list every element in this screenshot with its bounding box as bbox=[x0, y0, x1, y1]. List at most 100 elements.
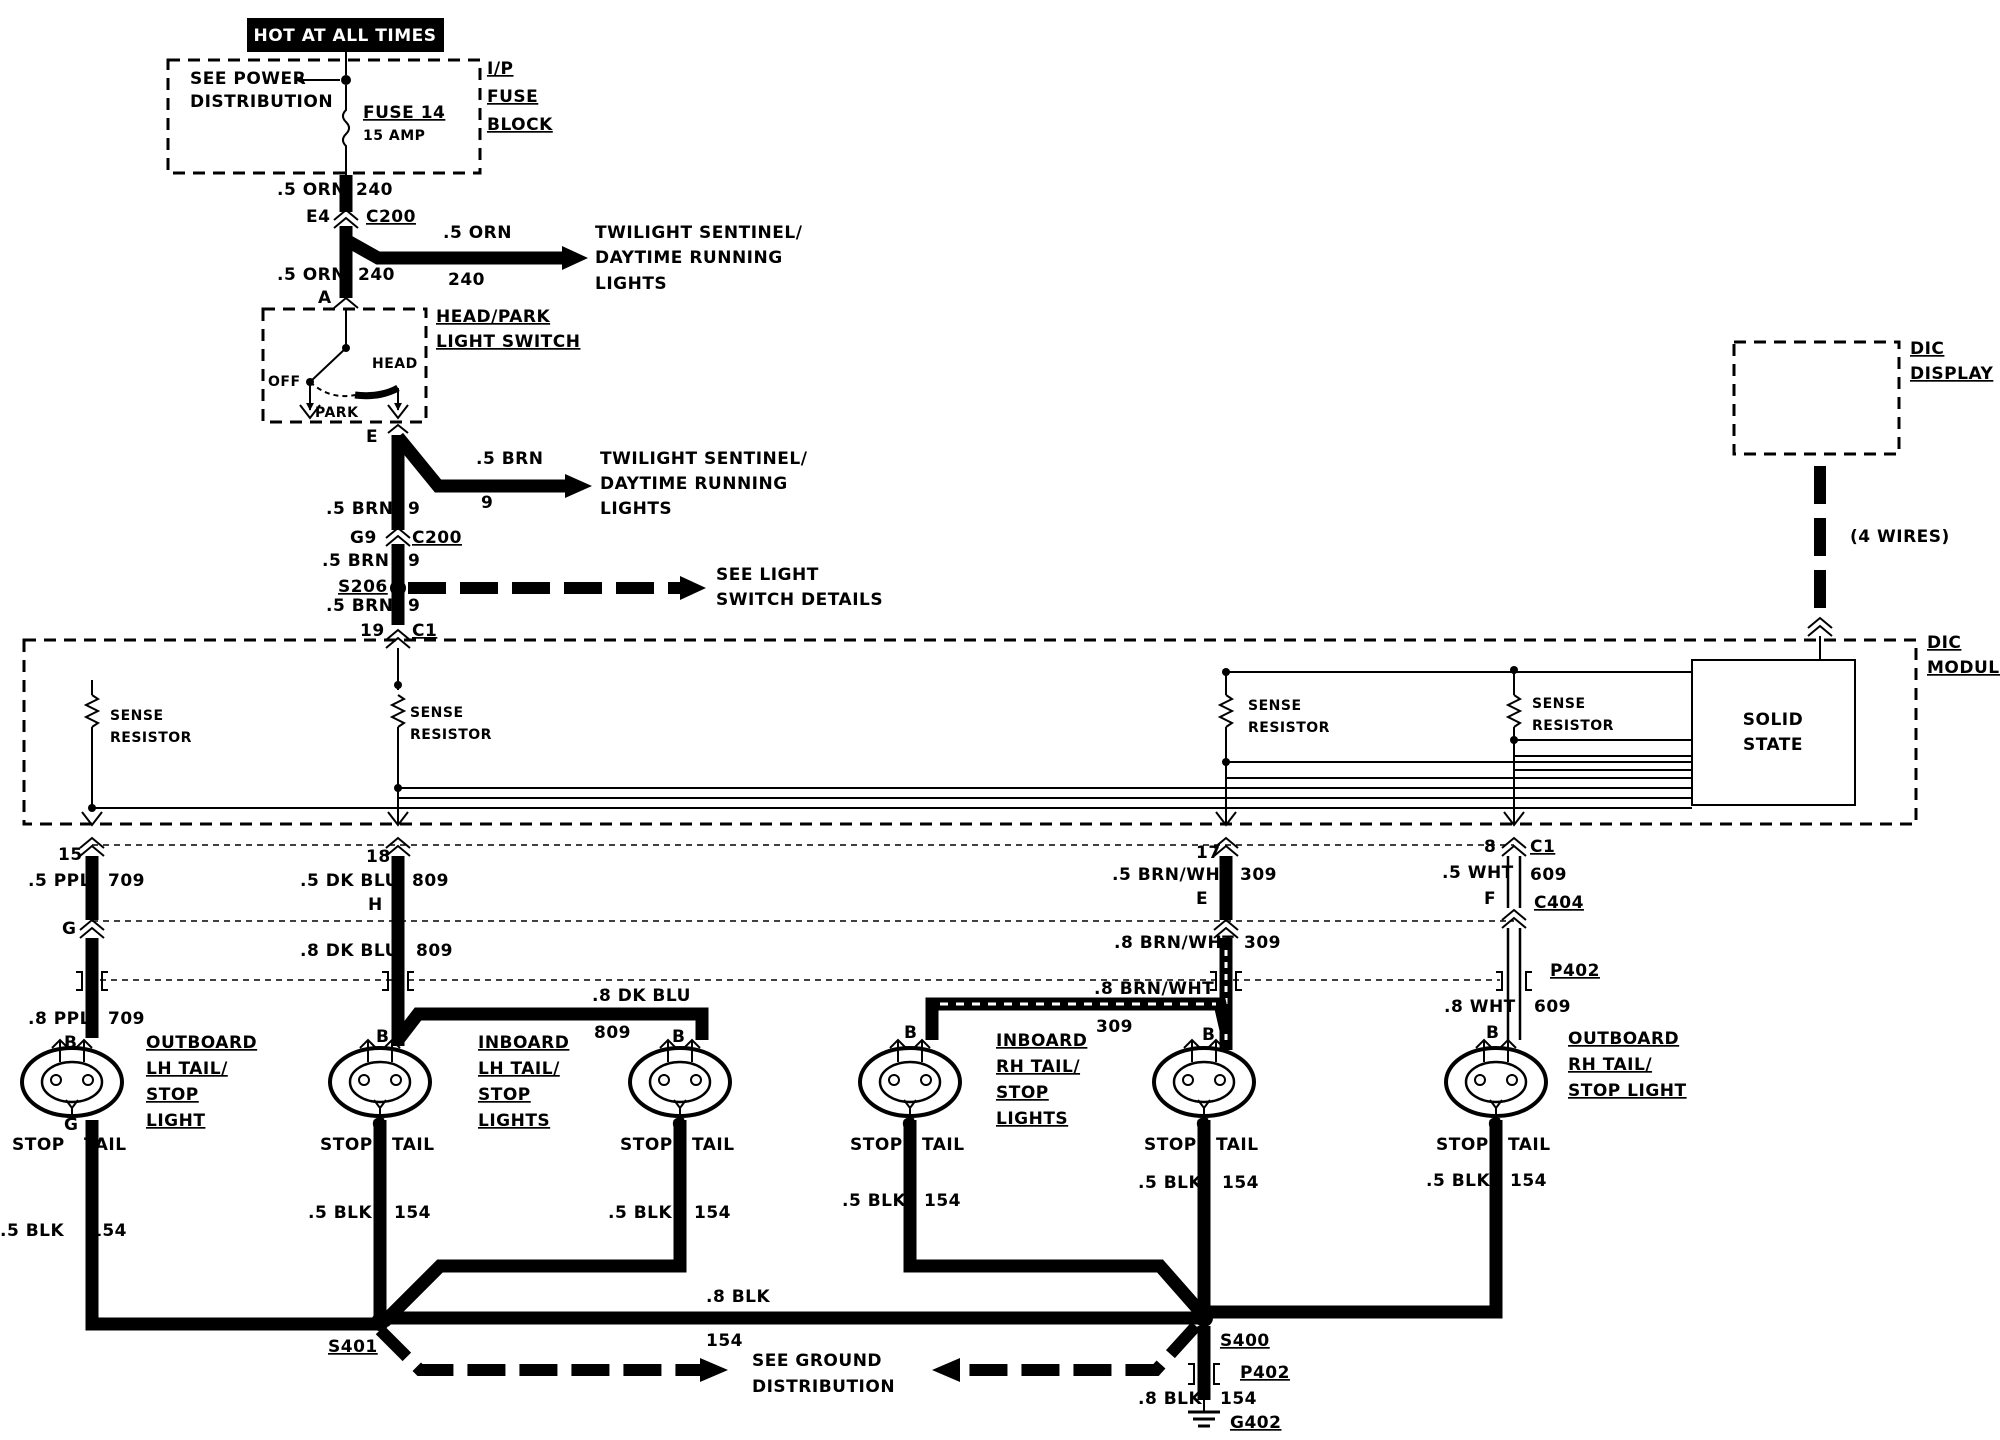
dic-module: DIC MODULE SOLID STATE SENSE RESISTOR SE… bbox=[22, 633, 2000, 827]
ground-arrow-right bbox=[932, 1358, 960, 1382]
pin-label: G bbox=[62, 919, 76, 939]
lamp-label: RH TAIL/ bbox=[996, 1057, 1080, 1077]
circuit-label: 709 bbox=[108, 1009, 145, 1029]
sense-resistor-label: RESISTOR bbox=[110, 730, 192, 746]
lh-outboard-branch: 15 .5 PPL 709 G .8 PPL 709 B bbox=[28, 836, 145, 1053]
dic-module-label: DIC bbox=[1927, 633, 1961, 653]
twilight-label: TWILIGHT SENTINEL/ bbox=[595, 223, 803, 243]
sense-resistor-icon bbox=[389, 694, 407, 728]
pin-label: E bbox=[1196, 889, 1208, 909]
pin-label: 8 bbox=[1484, 837, 1496, 857]
solid-state-label: SOLID bbox=[1743, 710, 1803, 730]
splice-label: S400 bbox=[1220, 1331, 1270, 1351]
wire-label: .5 BLK bbox=[1426, 1171, 1490, 1191]
circuit-label: 154 bbox=[1222, 1173, 1259, 1193]
lamp-stop-label: STOP bbox=[1144, 1135, 1197, 1155]
see-light-label: SWITCH DETAILS bbox=[716, 590, 883, 610]
circuit-label: 609 bbox=[1530, 865, 1567, 885]
lamp-label: STOP bbox=[146, 1085, 199, 1105]
lamp-label: OUTBOARD bbox=[146, 1033, 257, 1053]
connector-label: P402 bbox=[1550, 961, 1600, 981]
lamp-label: LIGHTS bbox=[996, 1109, 1068, 1129]
wire-label: .5 BLK bbox=[0, 1221, 64, 1241]
circuit-label: 240 bbox=[358, 265, 395, 285]
twilight-label: LIGHTS bbox=[600, 499, 672, 519]
circuit-label: 154 bbox=[1510, 1171, 1547, 1191]
lamp-label: INBOARD bbox=[996, 1031, 1087, 1051]
solid-state-box bbox=[1691, 659, 1856, 806]
wire-label: .5 BLK bbox=[308, 1203, 372, 1223]
circuit-label: 809 bbox=[594, 1023, 631, 1043]
splice-s400 bbox=[1195, 1309, 1213, 1327]
four-wires-label: (4 WIRES) bbox=[1850, 527, 1950, 547]
wire-label: .8 DK BLU bbox=[592, 986, 691, 1006]
fuse-amp-label: 15 AMP bbox=[363, 128, 425, 144]
fuse-icon bbox=[342, 85, 350, 190]
switch-head-label: HEAD bbox=[372, 356, 418, 372]
solid-state-label: STATE bbox=[1743, 735, 1803, 755]
distribution-text: DISTRIBUTION bbox=[190, 92, 333, 112]
twilight-arrow-2 bbox=[565, 474, 592, 498]
sense-resistor-label: SENSE bbox=[1532, 696, 1586, 712]
circuit-label: 154 bbox=[694, 1203, 731, 1223]
sense-resistor-label: SENSE bbox=[1248, 698, 1302, 714]
wire-label: .5 PPL bbox=[28, 871, 91, 891]
pin-label: H bbox=[368, 895, 383, 915]
connector-label: C200 bbox=[412, 528, 462, 548]
splice-s206 bbox=[390, 580, 406, 596]
ip-fuse-block-label: I/P bbox=[487, 59, 514, 79]
wire-label: .8 WHT bbox=[1444, 997, 1516, 1017]
twilight-label: TWILIGHT SENTINEL/ bbox=[600, 449, 808, 469]
twilight-label: DAYTIME RUNNING bbox=[595, 248, 783, 268]
circuit-label: 240 bbox=[448, 270, 485, 290]
lamp-labels: OUTBOARD LH TAIL/ STOP LIGHT INBOARD LH … bbox=[146, 1029, 1686, 1131]
circuit-label: 154 bbox=[1220, 1389, 1257, 1409]
twilight-arrow-1 bbox=[562, 246, 588, 270]
sense-resistor-label: RESISTOR bbox=[1532, 718, 1614, 734]
lamp-label: LIGHT bbox=[146, 1111, 205, 1131]
wire-label: .8 BLK bbox=[706, 1287, 770, 1307]
connector-label: P402 bbox=[1240, 1363, 1290, 1383]
lamp-tail-label: TAIL bbox=[392, 1135, 435, 1155]
wire-label: .5 ORN bbox=[443, 223, 512, 243]
dic-display-label: DIC bbox=[1910, 339, 1944, 359]
pin-label: G9 bbox=[350, 528, 377, 548]
wire-label: .8 BRN/WHT bbox=[1114, 933, 1234, 953]
lamp-tail-label: TAIL bbox=[922, 1135, 965, 1155]
rh-inboard-branch: 17 .5 BRN/WHT 309 E .8 BRN/WHT 309 .8 BR… bbox=[904, 836, 1281, 1050]
twilight-label: LIGHTS bbox=[595, 274, 667, 294]
circuit-label: 309 bbox=[1096, 1017, 1133, 1037]
pin-label: 18 bbox=[366, 847, 391, 867]
connector-label: C1 bbox=[412, 621, 437, 641]
connector-label: C1 bbox=[1530, 837, 1555, 857]
fuse-block: SEE POWER DISTRIBUTION FUSE 14 15 AMP I/… bbox=[166, 52, 553, 190]
circuit-label: 154 bbox=[394, 1203, 431, 1223]
see-ground-label: SEE GROUND bbox=[752, 1351, 882, 1371]
lamp-label: LH TAIL/ bbox=[478, 1059, 560, 1079]
wire-label: .5 ORN bbox=[277, 265, 346, 285]
dic-display: DIC DISPLAY (4 WIRES) bbox=[1732, 339, 1993, 660]
pin-label: B bbox=[1202, 1025, 1215, 1045]
brown-circuit-9: .5 BRN 9 TWILIGHT SENTINEL/ DAYTIME RUNN… bbox=[322, 423, 883, 649]
wire-label: .8 PPL bbox=[28, 1009, 91, 1029]
sense-resistor-label: RESISTOR bbox=[1248, 720, 1330, 736]
wire-label: .5 BRN/WHT bbox=[1112, 865, 1232, 885]
dic-module-label: MODULE bbox=[1927, 658, 2000, 678]
sense-resistor-label: RESISTOR bbox=[410, 727, 492, 743]
wire-label: .5 BRN bbox=[322, 551, 389, 571]
pin-label: B bbox=[376, 1027, 389, 1047]
circuit-label: 809 bbox=[412, 871, 449, 891]
ground-label: G402 bbox=[1230, 1413, 1281, 1433]
wire-label: .5 WHT bbox=[1442, 863, 1514, 883]
ip-fuse-block-label-2: FUSE bbox=[487, 87, 538, 107]
circuit-label: 154 bbox=[90, 1221, 127, 1241]
wire-label: .5 BRN bbox=[326, 596, 393, 616]
wire-label: .5 BLK bbox=[1138, 1173, 1202, 1193]
lamp-stop-label: STOP bbox=[320, 1135, 373, 1155]
switch-park-label: PARK bbox=[315, 405, 359, 421]
pin-label: E bbox=[366, 427, 378, 447]
splice-label: S401 bbox=[328, 1337, 378, 1357]
wire-label: .8 DK BLU bbox=[300, 941, 399, 961]
wire-label: .5 BRN bbox=[326, 499, 393, 519]
twilight-label: DAYTIME RUNNING bbox=[600, 474, 788, 494]
